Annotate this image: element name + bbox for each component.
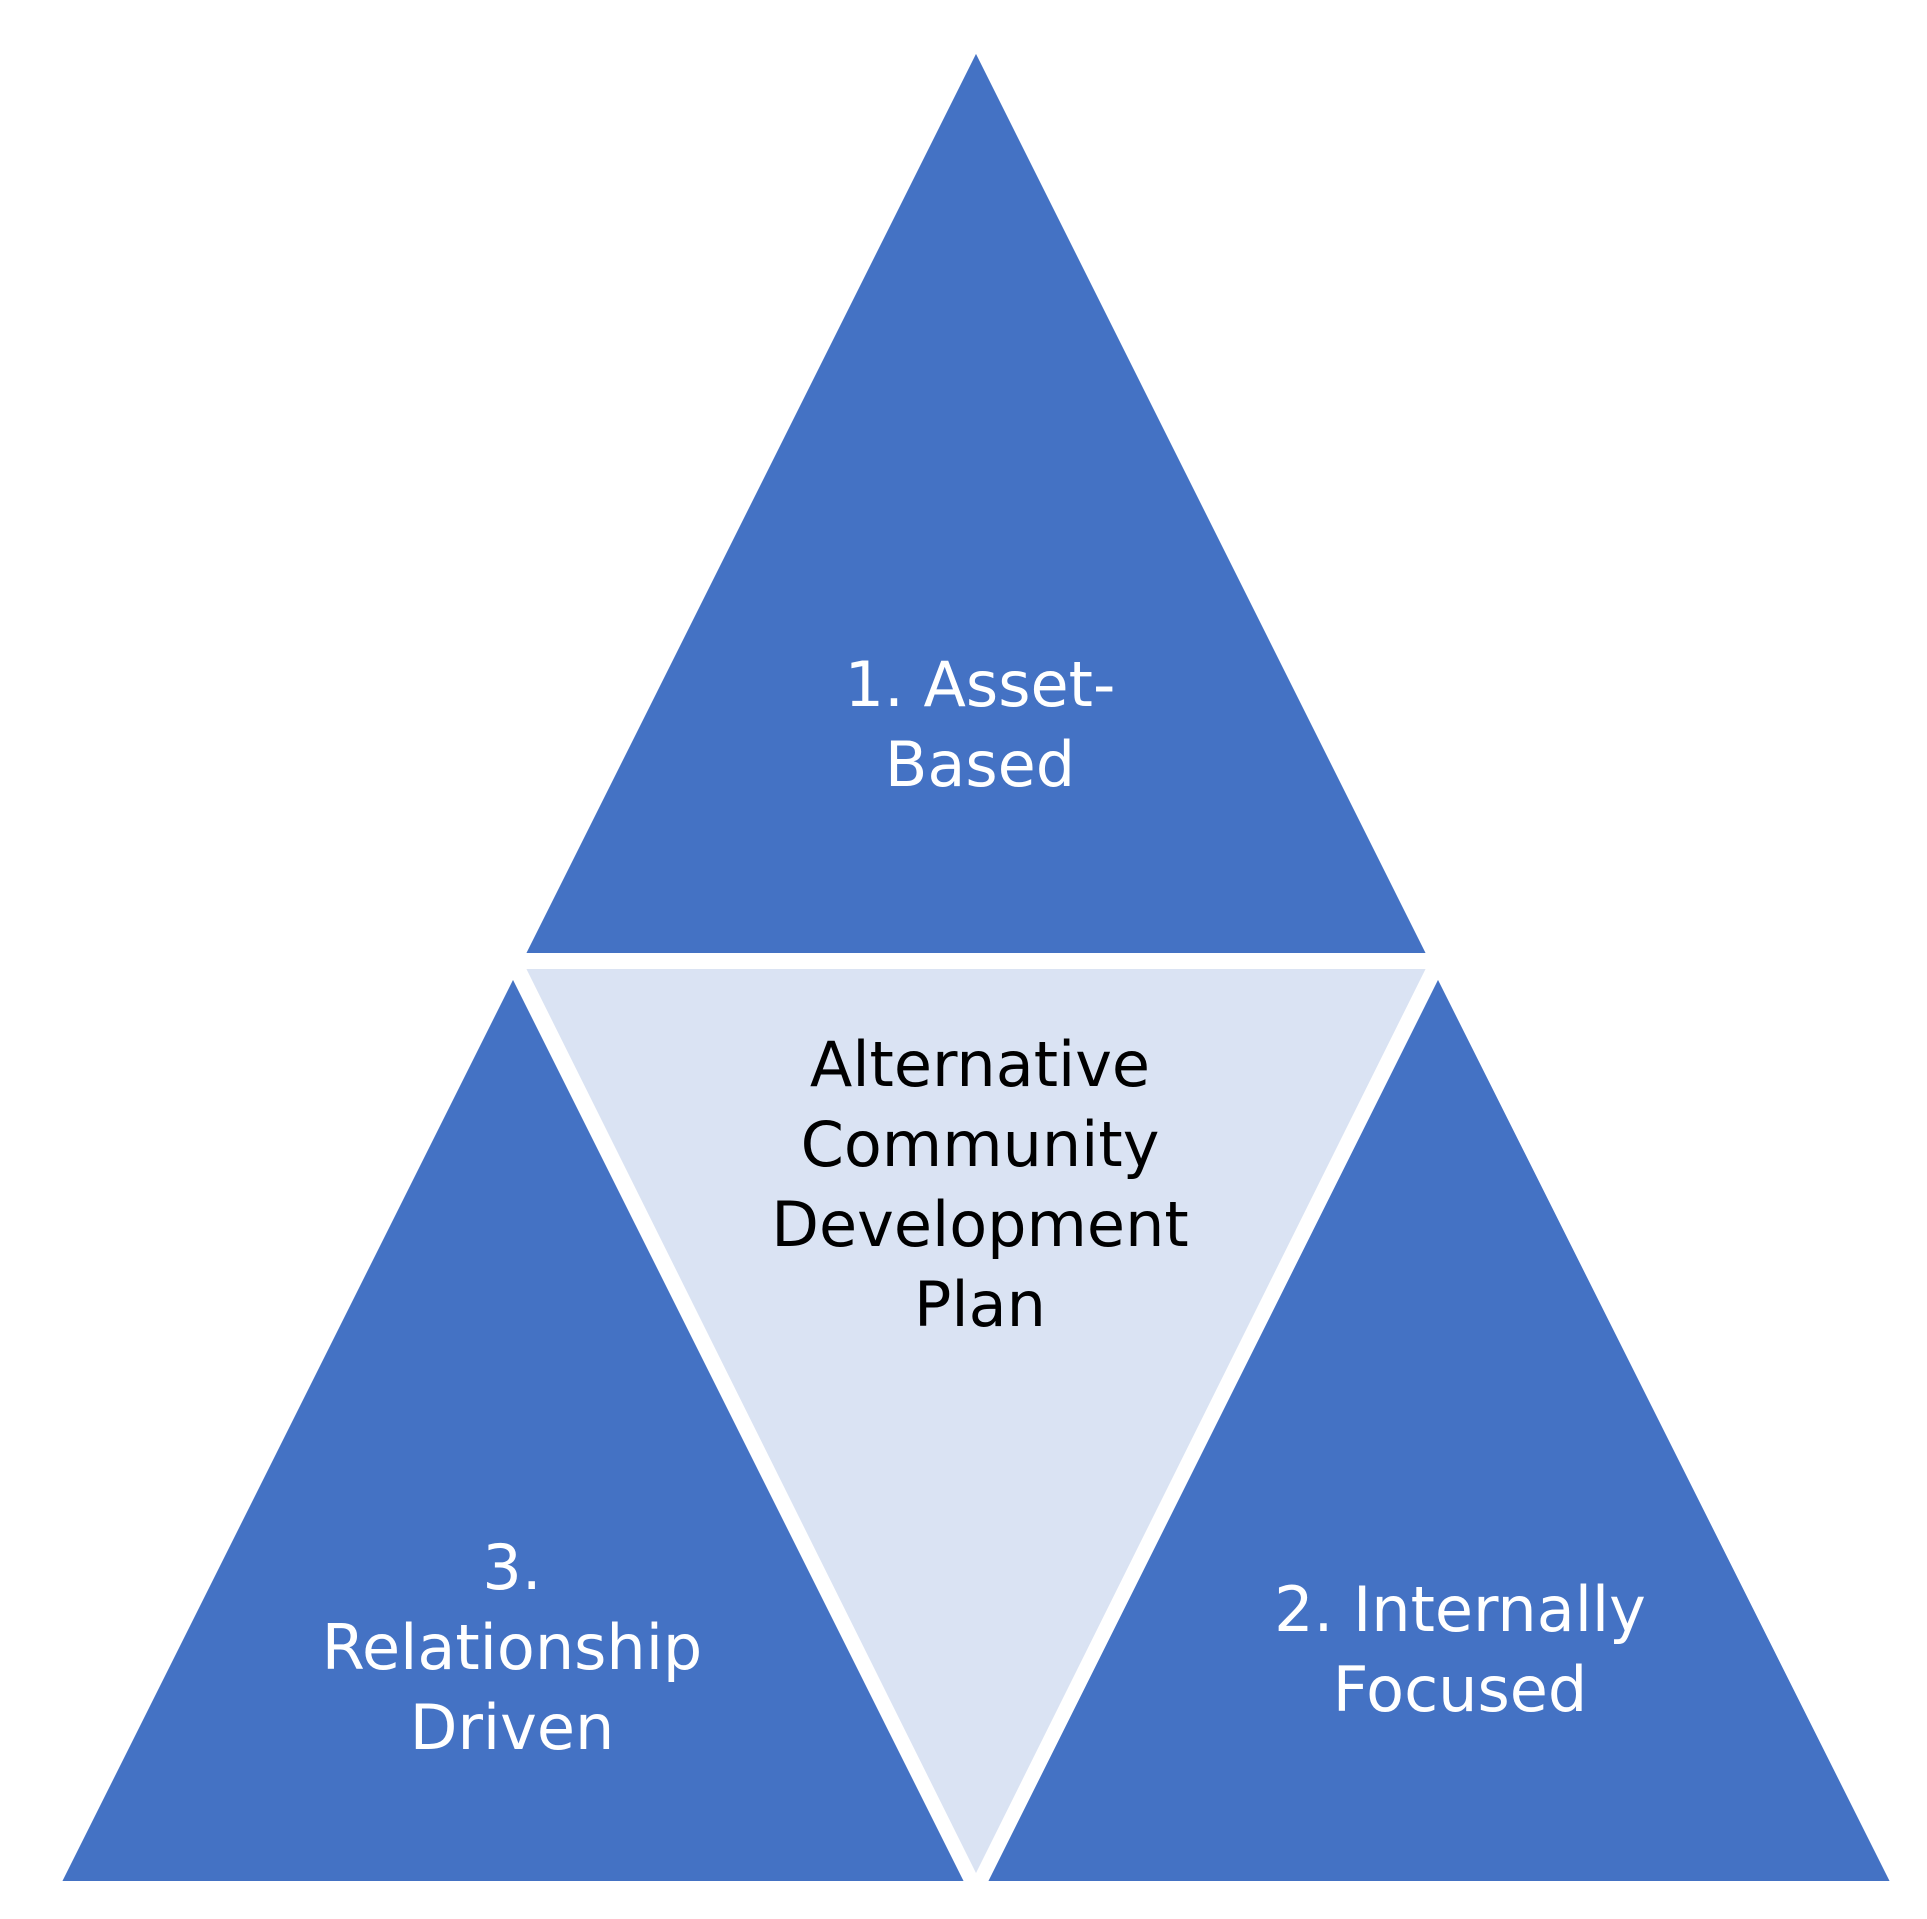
- asset-based-label: 1. Asset- Based: [780, 645, 1180, 805]
- asset-based-label-line-2: Based: [884, 728, 1076, 801]
- left-triangle: [49, 962, 977, 1889]
- internally-focused-label-line-1: 2. Internally: [1274, 1573, 1646, 1646]
- relationship-driven-label: 3. Relationship Driven: [272, 1528, 752, 1768]
- internally-focused-label-line-2: Focused: [1332, 1653, 1588, 1726]
- center-triangle: [513, 961, 1439, 1891]
- relationship-driven-label-line-1: 3.: [482, 1531, 542, 1604]
- center-plan-label: Alternative Community Development Plan: [730, 1025, 1230, 1345]
- center-plan-label-line-4: Plan: [914, 1268, 1046, 1341]
- right-triangle: [975, 962, 1903, 1889]
- relationship-driven-label-line-3: Driven: [409, 1691, 615, 1764]
- center-plan-label-line-2: Community: [800, 1108, 1160, 1181]
- top-triangle: [513, 36, 1439, 961]
- asset-based-label-line-1: 1. Asset-: [844, 648, 1116, 721]
- internally-focused-label: 2. Internally Focused: [1220, 1570, 1700, 1730]
- center-plan-label-line-3: Development: [771, 1188, 1189, 1261]
- center-plan-label-line-1: Alternative: [809, 1028, 1151, 1101]
- relationship-driven-label-line-2: Relationship: [321, 1611, 703, 1684]
